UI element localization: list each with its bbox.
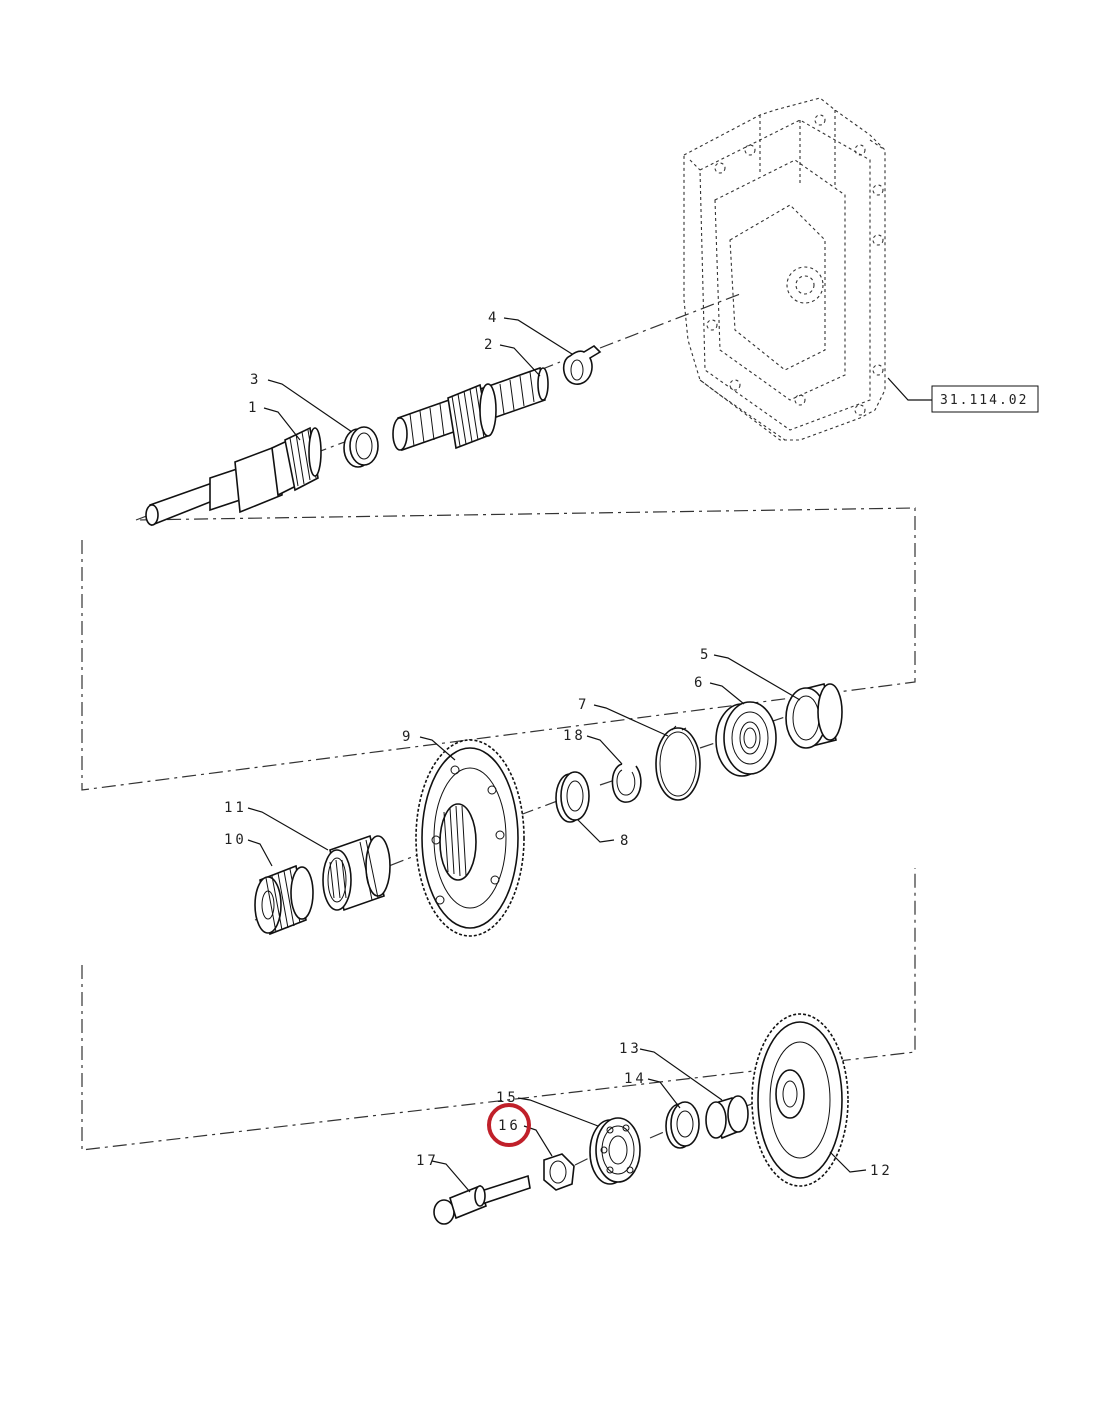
callout-4: 4: [488, 310, 499, 326]
callout-1: 1: [248, 400, 259, 416]
part-1-input-shaft[interactable]: [145, 426, 322, 527]
callout-13: 13: [619, 1041, 642, 1057]
reference-code: 31.114.02: [940, 393, 1028, 408]
callout-labels: 3 1 2 4 5 6 7 18 9 8 11 10 13 14 15 16 1…: [224, 310, 893, 1179]
callout-15: 15: [496, 1090, 519, 1106]
reference-callout-31-114-02[interactable]: 31.114.02: [887, 377, 1039, 413]
callout-9: 9: [402, 729, 413, 745]
callout-16: 16: [498, 1118, 521, 1134]
part-7-circlip[interactable]: [655, 725, 701, 801]
transmission-housing: [683, 97, 886, 441]
part-10-small-gear[interactable]: [254, 864, 314, 936]
part-11-needle-bearing[interactable]: [322, 834, 391, 912]
part-2-splined-shaft[interactable]: [392, 366, 549, 452]
part-16-nut[interactable]: [543, 1153, 575, 1191]
part-6-ball-bearing[interactable]: [715, 701, 777, 777]
part-12-large-gear[interactable]: [751, 1013, 849, 1187]
callout-6: 6: [694, 675, 705, 691]
callout-2: 2: [484, 337, 495, 353]
callout-18: 18: [563, 728, 586, 744]
part-15-bearing[interactable]: [589, 1117, 641, 1185]
part-4-clip[interactable]: [562, 344, 602, 385]
part-9-large-gear[interactable]: [415, 739, 525, 937]
callout-17: 17: [416, 1153, 439, 1169]
part-17-pin[interactable]: [433, 1174, 531, 1225]
part-14-washer[interactable]: [665, 1101, 700, 1149]
leader-lines: [247, 317, 867, 1193]
callout-12: 12: [870, 1163, 893, 1179]
callout-3: 3: [250, 372, 261, 388]
part-13-spacer[interactable]: [705, 1095, 749, 1140]
middle-group-frame: [81, 507, 916, 791]
callout-11: 11: [224, 800, 247, 816]
part-5-sleeve[interactable]: [785, 683, 843, 749]
callout-8: 8: [620, 833, 631, 849]
callout-7: 7: [578, 697, 589, 713]
part-8-washer[interactable]: [555, 771, 590, 823]
callout-16-highlight-ring[interactable]: [487, 1103, 531, 1147]
lower-group-frame: [81, 868, 916, 1151]
part-3-ring[interactable]: [343, 426, 379, 468]
callout-14: 14: [624, 1071, 647, 1087]
callout-10: 10: [224, 832, 247, 848]
part-18-snap-ring[interactable]: [611, 763, 642, 803]
callout-5: 5: [700, 647, 711, 663]
